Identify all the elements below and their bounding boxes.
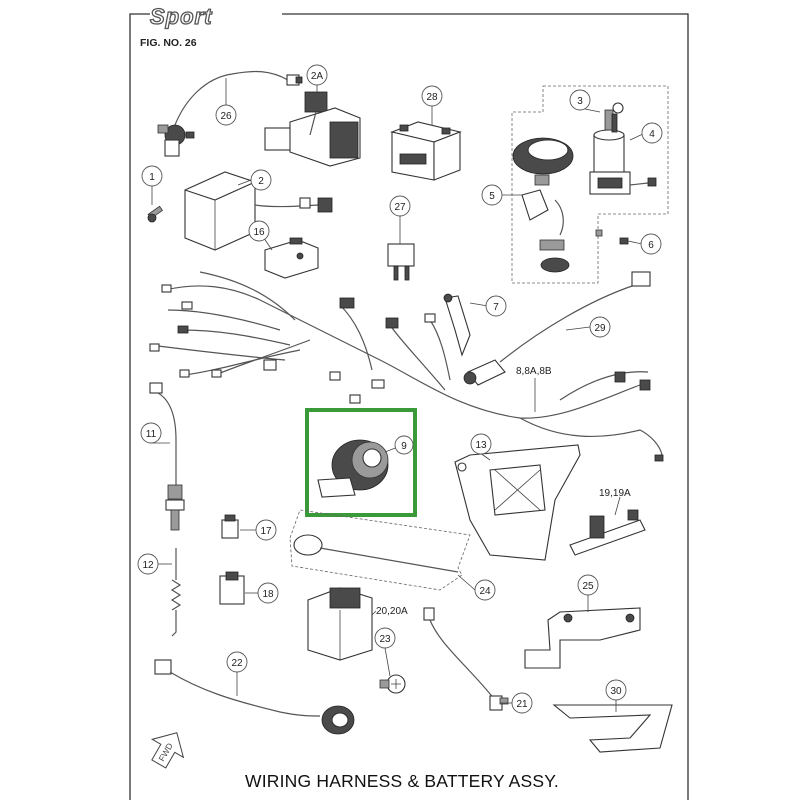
part-19-fuse-holder — [569, 509, 646, 556]
part-20-ecu — [307, 587, 373, 661]
label-20-20a: 20,20A — [376, 606, 408, 617]
callout-16: 16 — [248, 220, 270, 242]
svg-text:Sport: Sport — [150, 4, 213, 29]
svg-text:28: 28 — [426, 92, 438, 103]
part-26-sensor-lead — [157, 70, 303, 157]
callout-4: 4 — [641, 122, 663, 144]
callout-28: 28 — [421, 85, 443, 107]
svg-text:11: 11 — [146, 429, 157, 440]
svg-text:5: 5 — [489, 191, 495, 202]
svg-text:21: 21 — [516, 699, 528, 710]
svg-text:4: 4 — [649, 129, 655, 140]
label-8-8a-8b: 8,8A,8B — [516, 366, 552, 377]
svg-text:1: 1 — [149, 172, 155, 183]
svg-text:22: 22 — [231, 658, 243, 669]
callout-11: 11 — [140, 422, 162, 444]
callout-26: 26 — [215, 104, 237, 126]
part-11-temp-sensor — [149, 382, 185, 531]
page-border — [129, 13, 689, 800]
horn-highlight-box — [305, 408, 417, 517]
part-29-speed-sensor — [463, 271, 651, 386]
callout-30: 30 — [605, 679, 627, 701]
callout-1: 1 — [141, 165, 163, 187]
part-13-battery-tray — [454, 444, 581, 561]
diagram-title: WIRING HARNESS & BATTERY ASSY. — [245, 771, 559, 791]
svg-text:2: 2 — [258, 176, 264, 187]
svg-text:25: 25 — [582, 581, 594, 592]
callout-29: 29 — [589, 316, 611, 338]
part-25-bracket — [524, 607, 641, 669]
svg-text:17: 17 — [260, 526, 272, 537]
part-18-coupler — [219, 571, 245, 605]
callout-7: 7 — [485, 295, 507, 317]
part-24-clamp-band — [293, 534, 459, 573]
callout-18: 18 — [257, 582, 279, 604]
svg-text:3: 3 — [577, 96, 583, 107]
svg-text:2A: 2A — [311, 71, 324, 82]
part-24-group-outline — [289, 509, 471, 591]
label-19-19a: 19,19A — [599, 488, 631, 499]
part-3-key — [604, 102, 624, 133]
brand-logo: Sport — [149, 3, 213, 29]
callout-27: 27 — [389, 195, 411, 217]
part-16-relay-box — [264, 237, 319, 279]
part-1-bolt — [147, 205, 164, 223]
svg-text:6: 6 — [648, 240, 654, 251]
part-21-sensor-lead — [423, 607, 509, 711]
svg-text:27: 27 — [394, 202, 406, 213]
callout-12: 12 — [137, 553, 159, 575]
callout-23: 23 — [374, 627, 396, 649]
part-6-screw — [595, 229, 629, 245]
callout-13: 13 — [470, 433, 492, 455]
callout-2: 2 — [250, 169, 272, 191]
part-4-ignition-switch — [589, 129, 657, 195]
callout-2a: 2A — [306, 64, 328, 86]
svg-text:30: 30 — [610, 686, 622, 697]
svg-text:13: 13 — [475, 440, 487, 451]
part-9-horn — [317, 439, 389, 498]
part-28-battery — [390, 121, 462, 181]
callout-5: 5 — [481, 184, 503, 206]
callout-21: 21 — [511, 692, 533, 714]
fwd-arrow-icon: FWD — [150, 732, 185, 769]
part-5-fuel-cap-lock — [512, 137, 574, 273]
part-22-sensor — [154, 659, 355, 735]
ignition-kit-outline — [511, 85, 669, 284]
callout-9: 9 — [394, 435, 414, 455]
main-wiring-harness — [149, 271, 664, 462]
part-7-clamp — [443, 293, 471, 357]
part-12-spring — [170, 548, 182, 637]
svg-text:29: 29 — [594, 323, 606, 334]
callout-17: 17 — [255, 519, 277, 541]
part-27-relay — [387, 243, 415, 281]
part-2a-module — [264, 91, 361, 167]
part-23-screw — [379, 674, 406, 694]
svg-text:12: 12 — [142, 560, 154, 571]
svg-text:9: 9 — [401, 441, 407, 452]
leader-lines — [151, 78, 646, 712]
callout-22: 22 — [226, 651, 248, 673]
svg-text:7: 7 — [493, 302, 499, 313]
svg-text:16: 16 — [253, 227, 265, 238]
callout-24: 24 — [474, 579, 496, 601]
part-17-connector — [221, 514, 239, 539]
svg-text:18: 18 — [262, 589, 274, 600]
svg-text:24: 24 — [479, 586, 491, 597]
callout-25: 25 — [577, 574, 599, 596]
callout-6: 6 — [640, 233, 662, 255]
svg-text:23: 23 — [379, 634, 391, 645]
svg-text:26: 26 — [220, 111, 232, 122]
part-2-cdi-unit — [184, 171, 333, 251]
part-30-guard — [552, 704, 673, 753]
callout-3: 3 — [569, 89, 591, 111]
figure-number: FIG. NO. 26 — [140, 37, 197, 49]
